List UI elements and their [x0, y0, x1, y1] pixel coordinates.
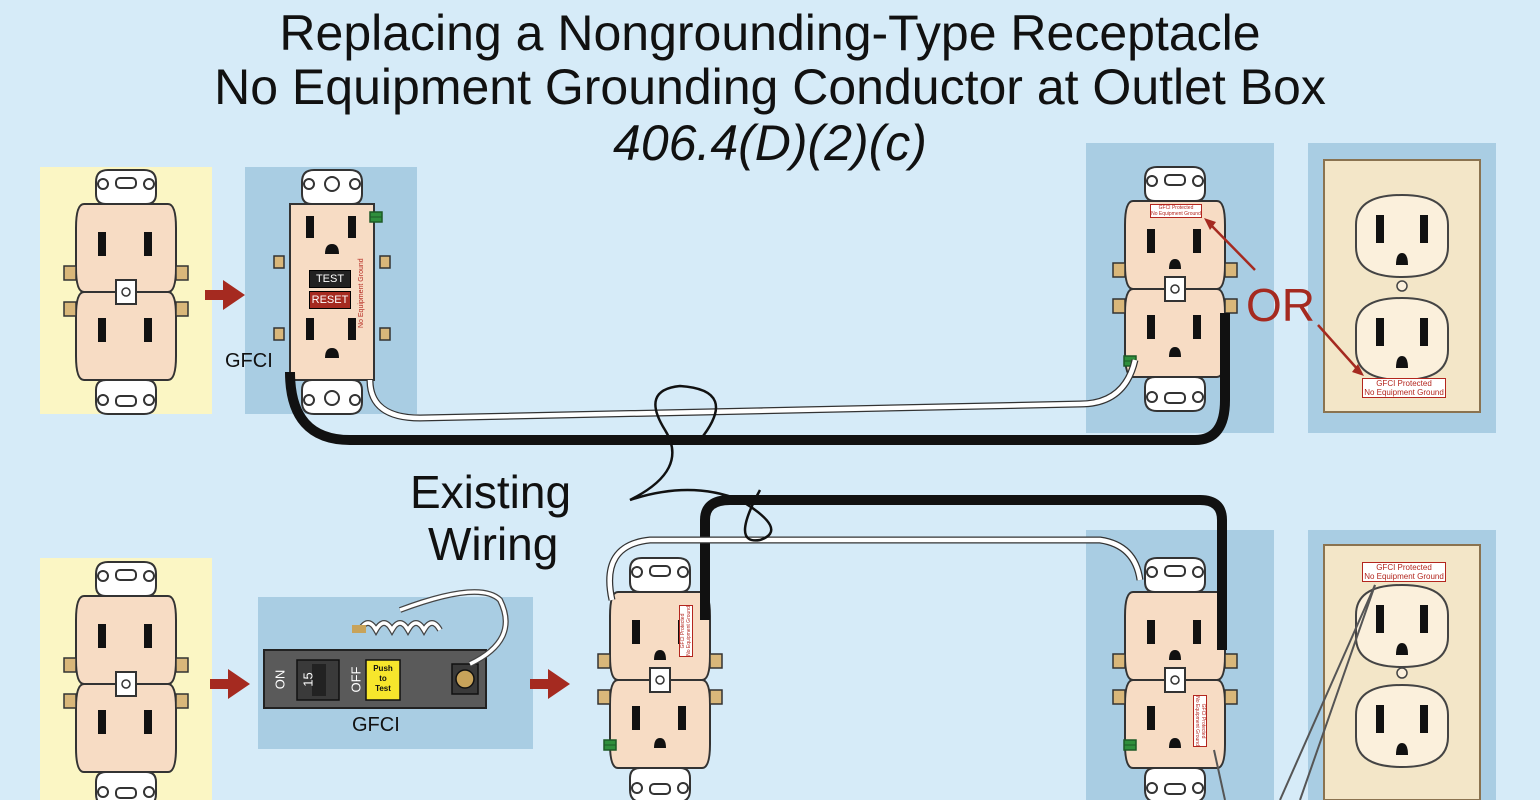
push-text: Push [373, 664, 393, 673]
sticker-bottom-receptacle: GFCI Protected No Equipment Ground [1193, 695, 1207, 747]
to-text: to [379, 674, 387, 683]
nongrounding-receptacle-top [63, 169, 189, 415]
sticker-line-2: No Equipment Ground [1364, 388, 1444, 397]
title-line-2: No Equipment Grounding Conductor at Outl… [214, 59, 1326, 115]
white-conductor-bottom [607, 537, 1143, 601]
ground-screw-icon [369, 211, 383, 223]
push-to-test-button [365, 659, 401, 701]
gfci-breaker-label: GFCI [352, 714, 400, 736]
sticker-middle-receptacle: GFCI Protected No Equipment Ground [679, 605, 693, 657]
breaker-off-label: OFF [348, 666, 364, 693]
ground-screw-icon [1123, 739, 1137, 751]
breaker-rating-label: 15 [300, 672, 316, 687]
sticker-line-2: No Equipment Ground [1364, 572, 1444, 581]
sticker-line-1: GFCI Protected [1158, 205, 1194, 211]
sticker-line-2: No Equipment Ground [1151, 211, 1201, 217]
reset-button: RESET [309, 291, 351, 309]
push-to-test-label: Push to Test [368, 664, 398, 694]
black-conductor-top [285, 313, 1230, 445]
sticker-line-1: GFCI Protected [1376, 563, 1432, 572]
test-button: TEST [309, 270, 351, 288]
ground-screw-icon [603, 739, 617, 751]
title-line-3: 406.4(D)(2)(c) [613, 115, 927, 171]
or-label: OR [1246, 279, 1315, 331]
black-conductor-bottom [700, 495, 1227, 650]
sticker-line-1: GFCI Protected [1376, 379, 1432, 388]
existing-wiring-label-1: Existing [410, 466, 572, 518]
existing-wiring-label-2: Wiring [428, 518, 559, 570]
breaker-on-label: ON [272, 669, 288, 690]
sticker-faceplate-top: GFCI Protected No Equipment Ground [1362, 378, 1446, 398]
white-conductor-top [367, 359, 1138, 421]
sticker-top-receptacle: GFCI Protected No Equipment Ground [1150, 204, 1202, 218]
sticker-line-2: No Equipment Ground [686, 606, 692, 656]
sticker-faceplate-bottom: GFCI Protected No Equipment Ground [1362, 562, 1446, 582]
nongrounding-receptacle-bottom [63, 561, 189, 800]
sticker-line-1: GFCI Protected [1200, 703, 1206, 739]
gfci-side-label: No Equipment Ground [358, 258, 365, 328]
arrow-icon [530, 669, 570, 699]
gfci-receptacle-label: GFCI [225, 350, 273, 372]
arrow-icon [210, 669, 250, 699]
test-text: Test [375, 684, 391, 693]
title-line-1: Replacing a Nongrounding-Type Receptacle [279, 5, 1261, 61]
sticker-line-2: No Equipment Ground [1194, 696, 1200, 746]
